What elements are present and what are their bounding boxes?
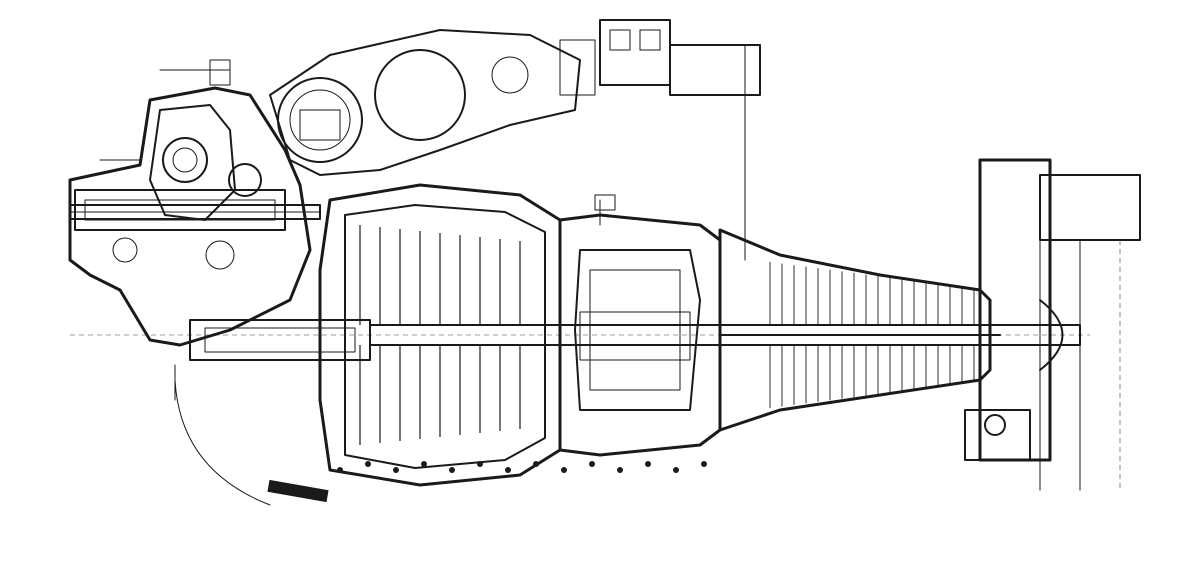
accessory-gearbox [269, 29, 581, 176]
fastener [533, 461, 539, 467]
fastener [617, 467, 623, 473]
fastener [365, 461, 371, 467]
fuel-control-unit [559, 19, 761, 261]
casing-fasteners [337, 461, 707, 473]
compressor-blades [359, 225, 521, 445]
compressor-casing [318, 183, 562, 487]
fastener [673, 467, 679, 473]
igniter-plug [267, 479, 329, 503]
propeller-shaft [69, 204, 321, 220]
fastener [337, 467, 343, 473]
fastener [505, 467, 511, 473]
fastener [449, 467, 455, 473]
fastener [477, 461, 483, 467]
fastener [561, 467, 567, 473]
exhaust-frame [964, 158, 1141, 491]
fastener [701, 461, 707, 467]
turbine-blades [769, 262, 975, 408]
front-lower-support [174, 364, 271, 506]
fastener [421, 461, 427, 467]
fastener [645, 461, 651, 467]
fastener [589, 461, 595, 467]
turbine-section [718, 228, 1001, 432]
fastener [393, 467, 399, 473]
reduction-gearbox [68, 59, 312, 347]
